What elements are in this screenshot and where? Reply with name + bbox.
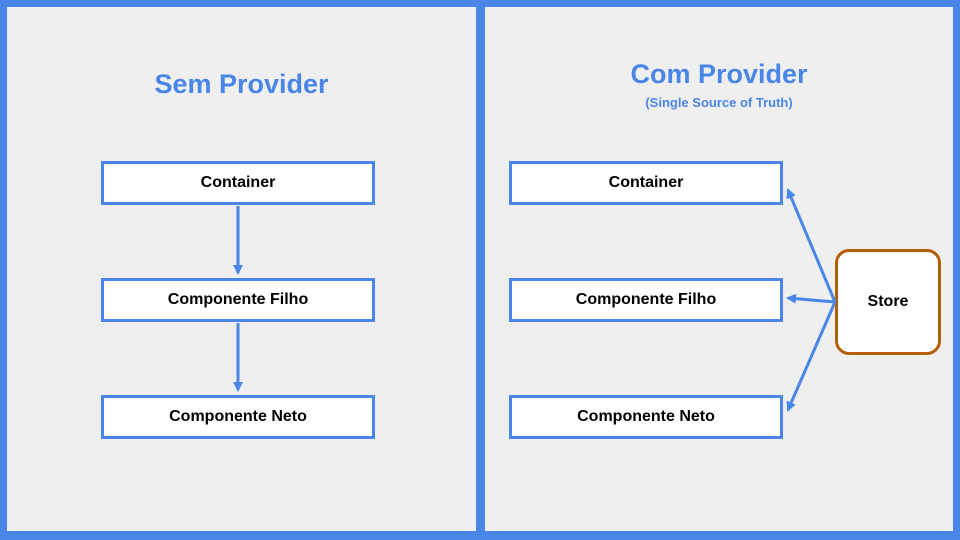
right-box-container: Container bbox=[509, 161, 783, 205]
left-box-container: Container bbox=[101, 161, 375, 205]
left-box-componente-filho: Componente Filho bbox=[101, 278, 375, 322]
right-box-componente-filho: Componente Filho bbox=[509, 278, 783, 322]
left-title: Sem Provider bbox=[154, 69, 329, 99]
right-subtitle: (Single Source of Truth) bbox=[645, 95, 793, 110]
panel-sem-provider: Sem Provider bbox=[7, 7, 476, 531]
right-title: Com Provider bbox=[630, 59, 808, 89]
left-box-componente-neto: Componente Neto bbox=[101, 395, 375, 439]
right-box-componente-neto: Componente Neto bbox=[509, 395, 783, 439]
store-box: Store bbox=[835, 249, 941, 355]
